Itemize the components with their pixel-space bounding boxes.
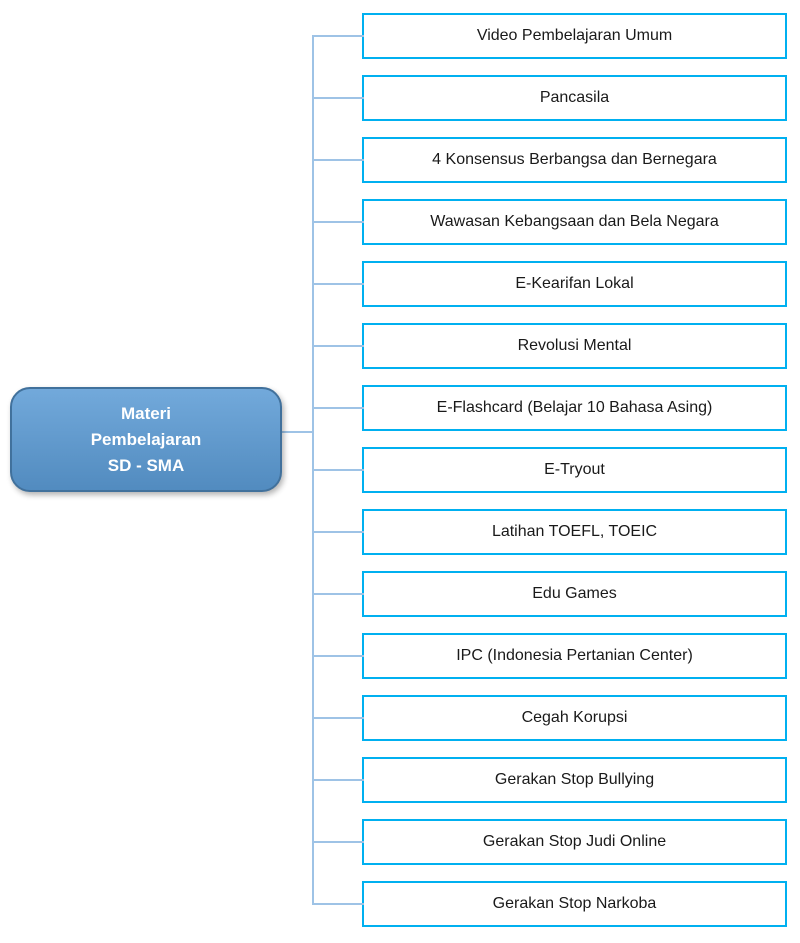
item-label: Latihan TOEFL, TOEIC	[491, 523, 658, 541]
item-box: Pancasila	[314, 75, 787, 121]
connector-stub	[314, 779, 364, 781]
connector-trunk-line	[312, 35, 314, 905]
item-box: E-Tryout	[314, 447, 787, 493]
item-box: Cegah Korupsi	[314, 695, 787, 741]
item-label: Wawasan Kebangsaan dan Bela Negara	[430, 213, 719, 231]
item-label: Pancasila	[539, 89, 610, 107]
connector-stub	[314, 159, 364, 161]
item-label: 4 Konsensus Berbangsa dan Bernegara	[432, 151, 717, 169]
connector-stub	[314, 97, 364, 99]
item-label: Gerakan Stop Narkoba	[492, 895, 657, 913]
connector-stub	[314, 531, 364, 533]
item-label: Gerakan Stop Bullying	[494, 771, 655, 789]
item-box: E-Kearifan Lokal	[314, 261, 787, 307]
items-column: Video Pembelajaran Umum Pancasila 4 Kons…	[314, 13, 787, 927]
connector-stub	[314, 469, 364, 471]
root-node: Materi Pembelajaran SD - SMA	[10, 387, 282, 492]
item-label: E-Tryout	[544, 461, 605, 479]
connector-stub	[314, 717, 364, 719]
item-box: 4 Konsensus Berbangsa dan Bernegara	[314, 137, 787, 183]
item-label: E-Kearifan Lokal	[515, 275, 634, 293]
connector-stub	[314, 221, 364, 223]
connector-root-line	[281, 431, 313, 433]
item-label: Edu Games	[532, 585, 617, 603]
connector-stub	[314, 841, 364, 843]
item-label: Gerakan Stop Judi Online	[482, 833, 667, 851]
item-label: Video Pembelajaran Umum	[476, 27, 673, 45]
item-box: Gerakan Stop Narkoba	[314, 881, 787, 927]
connector-stub	[314, 35, 364, 37]
connector-stub	[314, 655, 364, 657]
connector-stub	[314, 407, 364, 409]
connector-stub	[314, 345, 364, 347]
item-box: E-Flashcard (Belajar 10 Bahasa Asing)	[314, 385, 787, 431]
item-box: IPC (Indonesia Pertanian Center)	[314, 633, 787, 679]
item-label: Revolusi Mental	[517, 337, 632, 355]
item-box: Edu Games	[314, 571, 787, 617]
item-box: Revolusi Mental	[314, 323, 787, 369]
connector-stub	[314, 903, 364, 905]
item-box: Gerakan Stop Bullying	[314, 757, 787, 803]
item-box: Latihan TOEFL, TOEIC	[314, 509, 787, 555]
item-box: Video Pembelajaran Umum	[314, 13, 787, 59]
item-label: Cegah Korupsi	[521, 709, 628, 727]
root-node-label-line: Materi	[120, 403, 172, 423]
item-label: IPC (Indonesia Pertanian Center)	[456, 647, 693, 665]
root-node-label-line: Pembelajaran	[90, 429, 202, 449]
item-box: Gerakan Stop Judi Online	[314, 819, 787, 865]
root-node-label-line: SD - SMA	[107, 455, 185, 475]
connector-stub	[314, 283, 364, 285]
connector-stub	[314, 593, 364, 595]
item-label: E-Flashcard (Belajar 10 Bahasa Asing)	[436, 399, 713, 417]
item-box: Wawasan Kebangsaan dan Bela Negara	[314, 199, 787, 245]
